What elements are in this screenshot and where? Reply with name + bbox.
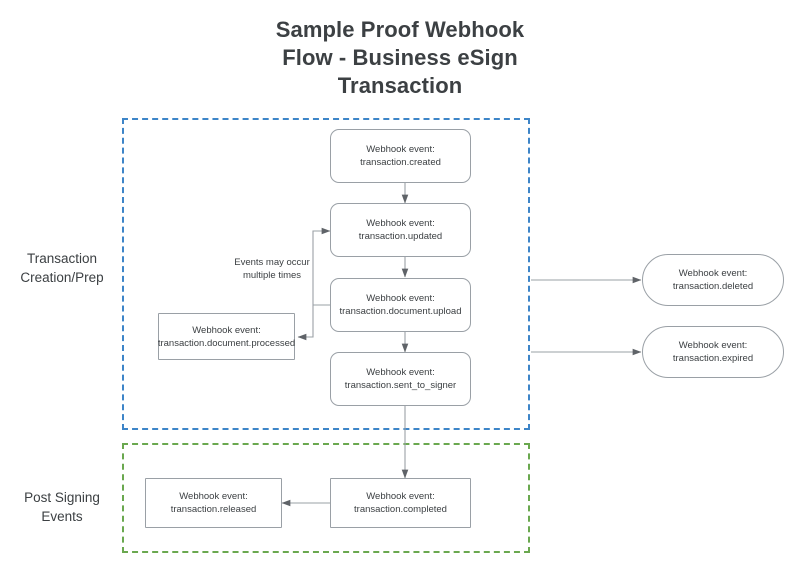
lane-label-line-1: Transaction (26, 251, 98, 266)
page-title-line-2: Flow - Business eSign (282, 45, 518, 70)
node-label: Webhook event:transaction.created (360, 144, 441, 168)
annotation-events-multiple-times: Events may occur multiple times (211, 256, 333, 282)
page-title: Sample Proof Webhook Flow - Business eSi… (160, 16, 640, 100)
node-label: Webhook event:transaction.document.proce… (157, 324, 296, 349)
annotation-line-2: multiple times (242, 270, 302, 281)
lane-label-transaction-creation-prep: Transaction Creation/Prep (6, 249, 118, 287)
lane-label-line-1: Post Signing (24, 490, 100, 505)
node-transaction-sent-to-signer[interactable]: Webhook event:transaction.sent_to_signer (330, 352, 471, 406)
node-transaction-released[interactable]: Webhook event:transaction.released (145, 478, 282, 528)
annotation-line-1: Events may occur (234, 257, 310, 268)
node-transaction-document-upload[interactable]: Webhook event:transaction.document.uploa… (330, 278, 471, 332)
node-transaction-expired[interactable]: Webhook event:transaction.expired (642, 326, 784, 378)
node-label: Webhook event:transaction.completed (354, 491, 447, 515)
node-label: Webhook event:transaction.document.uploa… (339, 293, 462, 317)
node-label: Webhook event:transaction.updated (358, 218, 443, 242)
lane-label-post-signing-events: Post Signing Events (6, 488, 118, 526)
node-transaction-document-processed[interactable]: Webhook event:transaction.document.proce… (158, 313, 295, 360)
lane-post-signing-events (122, 443, 530, 553)
node-label: Webhook event:transaction.sent_to_signer (344, 367, 457, 391)
node-transaction-created[interactable]: Webhook event:transaction.created (330, 129, 471, 183)
lane-label-line-2: Events (41, 509, 83, 524)
lane-transaction-creation-prep (122, 118, 530, 430)
node-transaction-completed[interactable]: Webhook event:transaction.completed (330, 478, 471, 528)
lane-label-line-2: Creation/Prep (20, 270, 104, 285)
node-transaction-deleted[interactable]: Webhook event:transaction.deleted (642, 254, 784, 306)
node-label: Webhook event:transaction.expired (672, 340, 754, 364)
page-title-line-3: Transaction (337, 73, 463, 98)
page-title-line-1: Sample Proof Webhook (275, 17, 525, 42)
node-label: Webhook event:transaction.released (170, 491, 257, 515)
node-label: Webhook event:transaction.deleted (672, 268, 754, 292)
node-transaction-updated[interactable]: Webhook event:transaction.updated (330, 203, 471, 257)
